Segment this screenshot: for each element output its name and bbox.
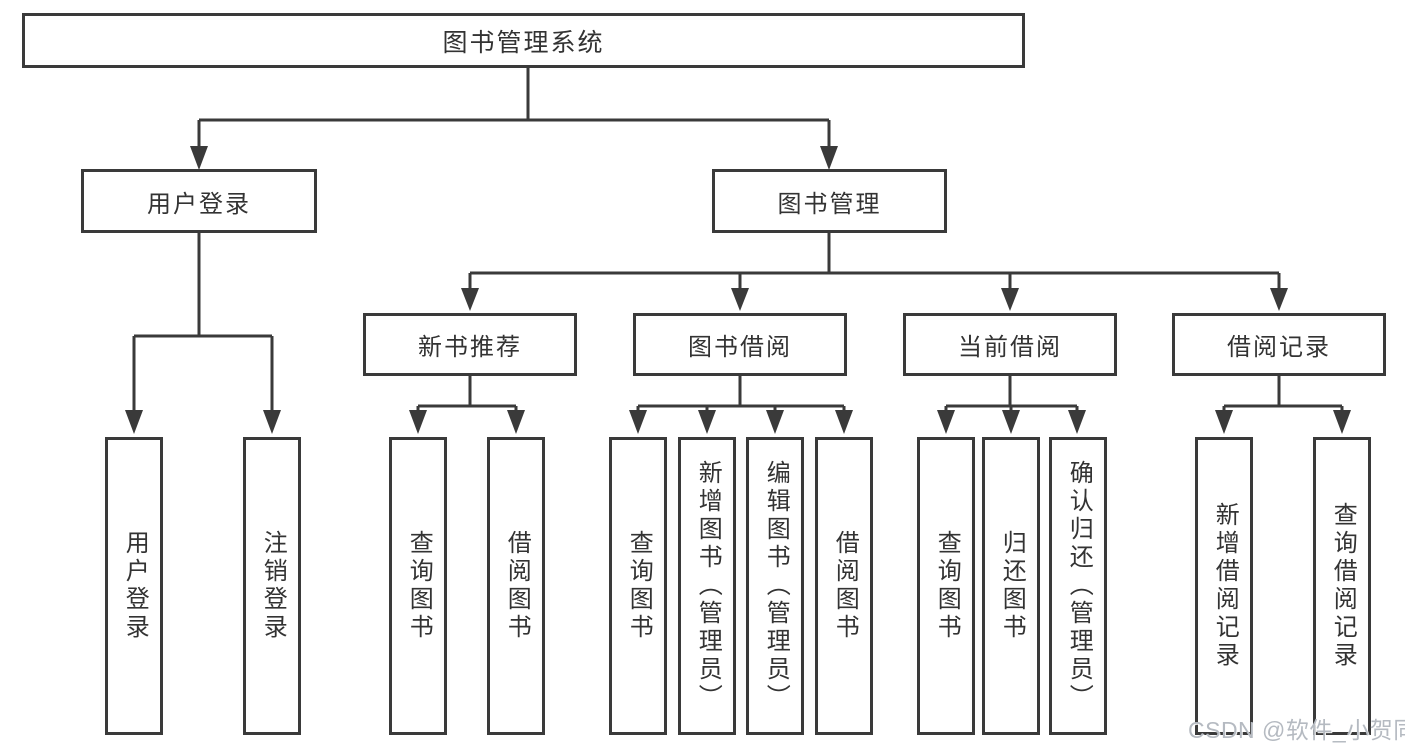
csdn-watermark: CSDN @软件_小贺同学 xyxy=(1188,717,1405,743)
node-label: 新增图书（管理员） xyxy=(694,460,722,712)
node-current-borrowing: 当前借阅 xyxy=(903,313,1117,376)
leaf-records-query-borrow-record: 查询借阅记录 xyxy=(1313,437,1371,735)
node-label: 用户登录 xyxy=(147,190,251,218)
node-label: 查询图书 xyxy=(933,530,961,642)
node-new-book-recommendation: 新书推荐 xyxy=(363,313,577,376)
node-label: 归还图书 xyxy=(998,530,1026,642)
leaf-logout: 注销登录 xyxy=(243,437,301,735)
node-label: 借阅记录 xyxy=(1227,334,1331,361)
node-label: 借阅图书 xyxy=(831,530,859,642)
node-label: 注销登录 xyxy=(259,530,287,642)
node-book-borrowing: 图书借阅 xyxy=(633,313,847,376)
leaf-newbooks-borrow-books: 借阅图书 xyxy=(487,437,545,735)
node-label: 查询借阅记录 xyxy=(1329,502,1357,670)
leaf-borrowing-query-books: 查询图书 xyxy=(609,437,667,735)
node-user-login: 用户登录 xyxy=(81,169,317,233)
node-label: 新增借阅记录 xyxy=(1211,502,1239,670)
node-label: 查询图书 xyxy=(405,530,433,642)
node-library-management-system: 图书管理系统 xyxy=(22,13,1025,68)
node-label: 图书借阅 xyxy=(688,334,792,361)
node-borrowing-records: 借阅记录 xyxy=(1172,313,1386,376)
node-label: 新书推荐 xyxy=(418,334,522,361)
node-label: 图书管理 xyxy=(777,190,882,218)
leaf-records-add-borrow-record: 新增借阅记录 xyxy=(1195,437,1253,735)
leaf-borrowing-edit-books-admin: 编辑图书（管理员） xyxy=(746,437,804,735)
node-label: 当前借阅 xyxy=(958,334,1062,361)
leaf-borrowing-add-books-admin: 新增图书（管理员） xyxy=(678,437,736,735)
node-label: 图书管理系统 xyxy=(442,28,605,57)
leaf-current-return-books: 归还图书 xyxy=(982,437,1040,735)
leaf-newbooks-query-books: 查询图书 xyxy=(389,437,447,735)
node-book-management: 图书管理 xyxy=(712,169,947,233)
node-label: 确认归还（管理员） xyxy=(1065,460,1093,712)
leaf-user-login: 用户登录 xyxy=(105,437,163,735)
leaf-borrowing-borrow-books: 借阅图书 xyxy=(815,437,873,735)
leaf-current-confirm-return-admin: 确认归还（管理员） xyxy=(1049,437,1107,735)
node-label: 编辑图书（管理员） xyxy=(762,460,790,712)
node-label: 借阅图书 xyxy=(503,530,531,642)
node-label: 用户登录 xyxy=(121,530,149,642)
node-label: 查询图书 xyxy=(625,530,653,642)
leaf-current-query-books: 查询图书 xyxy=(917,437,975,735)
